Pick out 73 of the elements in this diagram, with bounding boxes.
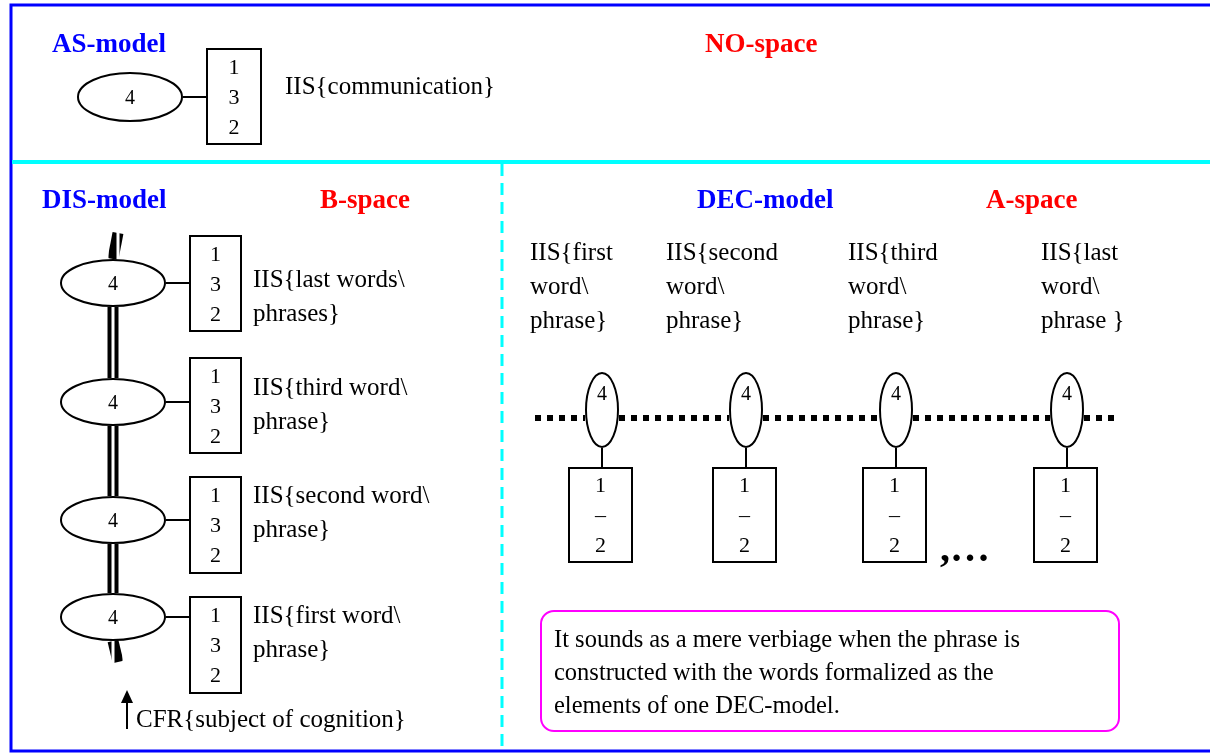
ellipse-node bbox=[1050, 372, 1084, 448]
node-number: 1 3 2 bbox=[228, 52, 240, 141]
number-box bbox=[862, 467, 927, 563]
node-number: 1 – 2 bbox=[889, 471, 900, 559]
number-box bbox=[712, 467, 777, 563]
ellipse-node bbox=[60, 259, 166, 307]
node-caption: IIS{third word\ phrase} bbox=[253, 372, 409, 436]
node-number: 4 bbox=[597, 382, 607, 405]
ellipse-node bbox=[879, 372, 913, 448]
connector-line bbox=[601, 447, 603, 468]
ellipse-node bbox=[60, 593, 166, 641]
node-caption: IIS{first word\ phrase} bbox=[253, 600, 402, 664]
node-number: 1 – 2 bbox=[739, 471, 750, 559]
node-caption: IIS{first word\ phrase} bbox=[530, 237, 614, 335]
node-number: 4 bbox=[108, 390, 118, 414]
dotted-line bbox=[535, 415, 585, 421]
ellipse-node bbox=[60, 378, 166, 426]
number-box bbox=[568, 467, 633, 563]
connector-line bbox=[745, 447, 747, 468]
node-number: 1 3 2 bbox=[210, 239, 221, 328]
number-box bbox=[189, 476, 242, 574]
ellipse-node bbox=[77, 72, 183, 122]
node-number: 4 bbox=[108, 508, 118, 532]
node-number: 1 3 2 bbox=[210, 601, 221, 689]
node-number: 4 bbox=[108, 605, 118, 629]
node-caption: IIS{second word\ phrase} bbox=[253, 480, 431, 544]
node-number: 4 bbox=[108, 271, 118, 295]
node-number: 4 bbox=[125, 85, 135, 109]
node-number: 1 3 2 bbox=[210, 481, 221, 569]
node-number: 1 3 2 bbox=[210, 361, 221, 450]
model-title: DIS-model bbox=[42, 186, 167, 213]
number-box bbox=[189, 357, 242, 454]
double-line bbox=[107, 307, 119, 378]
node-number: 1 – 2 bbox=[1060, 471, 1071, 559]
connector-line bbox=[1066, 447, 1068, 468]
connector-line bbox=[165, 282, 190, 284]
node-caption: IIS{communication} bbox=[285, 71, 497, 101]
dotted-line bbox=[913, 415, 1050, 421]
space-title: B-space bbox=[320, 186, 410, 213]
node-number: 4 bbox=[1062, 382, 1072, 405]
space-title: A-space bbox=[986, 186, 1078, 213]
number-box bbox=[189, 235, 242, 332]
ellipsis-mark: ,… bbox=[940, 528, 990, 568]
node-caption: IIS{last words\ phrases} bbox=[253, 264, 406, 328]
dotted-line bbox=[619, 415, 729, 421]
connector-line bbox=[165, 401, 190, 403]
double-line bbox=[107, 426, 119, 496]
double-line bbox=[107, 544, 119, 593]
ellipse-node bbox=[60, 496, 166, 544]
node-caption: IIS{last word\ phrase } bbox=[1041, 237, 1126, 335]
note-box bbox=[540, 610, 1120, 732]
double-line bbox=[107, 231, 124, 261]
connector-line bbox=[182, 96, 207, 98]
ellipse-node bbox=[585, 372, 619, 448]
caption-text: CFR{subject of cognition} bbox=[136, 706, 406, 731]
ellipse-node bbox=[729, 372, 763, 448]
node-number: 4 bbox=[741, 382, 751, 405]
number-box bbox=[189, 596, 242, 694]
model-title: AS-model bbox=[52, 30, 166, 57]
node-number: 1 – 2 bbox=[595, 471, 606, 559]
double-line bbox=[107, 639, 124, 664]
dotted-line bbox=[763, 415, 879, 421]
number-box bbox=[206, 48, 262, 145]
number-box bbox=[1033, 467, 1098, 563]
model-title: DEC-model bbox=[697, 186, 834, 213]
connector-line bbox=[895, 447, 897, 468]
note-text: It sounds as a mere verbiage when the phrase is constructed with the words formalized as the elements of one DEC-model. bbox=[554, 623, 1022, 720]
node-number: 4 bbox=[891, 382, 901, 405]
connector-line bbox=[165, 519, 190, 521]
space-title: NO-space bbox=[705, 30, 818, 57]
node-caption: IIS{second word\ phrase} bbox=[666, 237, 779, 335]
connector-line bbox=[165, 616, 190, 618]
node-caption: IIS{third word\ phrase} bbox=[848, 237, 939, 335]
